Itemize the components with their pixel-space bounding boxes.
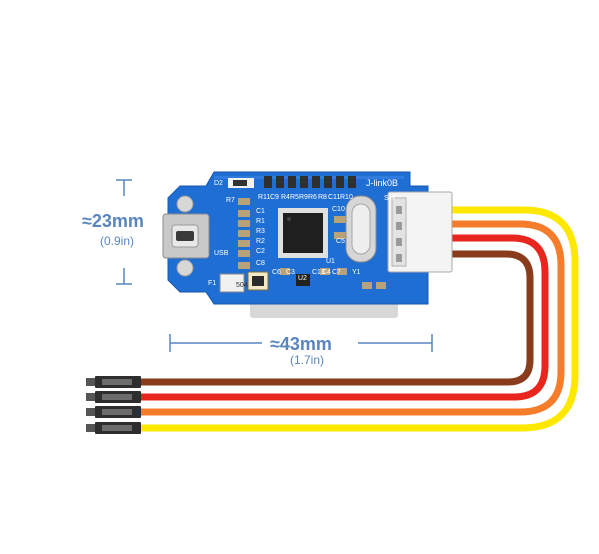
dupont-pin-icon [86,422,141,434]
svg-text:504: 504 [236,282,248,289]
svg-text:R9: R9 [299,194,308,201]
svg-text:R7: R7 [226,197,235,204]
svg-text:R2: R2 [256,238,265,245]
pcb-board: J-link0B D2 R7 R11 C9 R4 R5 R9 R6 R8 C11… [162,171,453,305]
dupont-pin-icon [86,406,141,418]
height-dimension-marker [116,179,132,285]
svg-text:R5: R5 [290,194,299,201]
height-dimension-inches: (0.9in) [100,234,135,248]
svg-text:C4: C4 [322,269,331,276]
svg-text:C8: C8 [256,260,265,267]
svg-text:D2: D2 [214,180,223,187]
micro-usb-connector-icon [162,195,210,277]
svg-text:U2: U2 [298,275,307,282]
svg-text:USB: USB [214,250,229,257]
dupont-pins [86,376,141,434]
ribbon-wires [136,206,579,432]
wire-brown [136,250,534,386]
svg-text:C10: C10 [332,206,345,213]
svg-text:C1: C1 [256,208,265,215]
board-name: J-link0B [366,178,398,188]
dupont-pin-icon [86,376,141,388]
wire-yellow [136,206,579,432]
svg-text:F1: F1 [208,280,216,287]
svg-text:C3: C3 [286,269,295,276]
svg-text:R3: R3 [256,228,265,235]
wire-orange [136,220,565,416]
svg-text:C7: C7 [332,269,341,276]
svg-text:C9: C9 [270,194,279,201]
svg-text:C13: C13 [312,269,325,276]
width-dimension-marker [169,334,433,352]
mcu-chip-icon [278,208,328,258]
svg-text:C11: C11 [328,194,340,201]
svg-text:R8: R8 [318,194,327,201]
wire-red [136,234,549,401]
svg-text:R1: R1 [256,218,265,225]
svg-text:C6: C6 [272,269,281,276]
svg-text:R4: R4 [281,194,290,201]
svg-text:Y1: Y1 [352,269,361,276]
svg-text:R10: R10 [340,194,353,201]
crystal-oscillator-icon [345,195,377,263]
jst-connector-icon [387,191,453,273]
width-dimension-inches: (1.7in) [290,353,325,367]
height-dimension-label: ≈23mm [82,211,144,231]
width-dimension-label: ≈43mm [270,334,332,354]
svg-text:C2: C2 [256,248,265,255]
svg-text:U1: U1 [326,258,335,265]
dupont-pin-icon [86,391,141,403]
svg-text:SW: SW [384,195,396,202]
svg-text:R6: R6 [308,194,317,201]
svg-text:R11: R11 [258,194,270,201]
svg-text:C5: C5 [336,238,345,245]
silkscreen-labels: J-link0B D2 R7 R11 C9 R4 R5 R9 R6 R8 C11… [208,178,398,289]
